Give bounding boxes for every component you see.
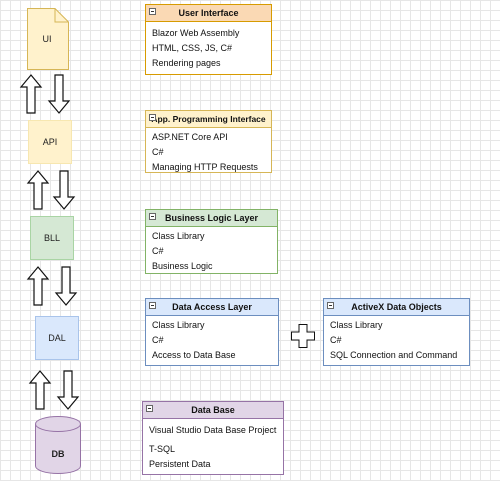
arrow-up-icon (26, 266, 50, 306)
card-row: C# (330, 335, 342, 345)
card-row: HTML, CSS, JS, C# (152, 43, 233, 53)
activex-data-objects-card[interactable]: ActiveX Data Objects Class Library C# SQ… (323, 298, 470, 366)
card-row: Visual Studio Data Base Project (149, 425, 277, 435)
card-row: T-SQL (149, 444, 176, 454)
card-title: App. Programming Interface (151, 114, 266, 124)
activex-data-objects-card-header: ActiveX Data Objects (324, 299, 469, 316)
card-row: Class Library (152, 231, 205, 241)
card-row: C# (152, 246, 164, 256)
card-title: ActiveX Data Objects (351, 302, 442, 312)
card-title: User Interface (178, 8, 239, 18)
card-row: Access to Data Base (152, 350, 236, 360)
card-title: Data Base (191, 405, 235, 415)
card-row: Business Logic (152, 261, 213, 271)
data-base-card-header: Data Base (143, 402, 283, 419)
card-row: C# (152, 147, 164, 157)
ui-shape-label: UI (43, 34, 52, 44)
card-row: Blazor Web Assembly (152, 28, 240, 38)
arrow-down-icon (52, 170, 76, 210)
db-shape-label: DB (52, 449, 65, 459)
card-row: SQL Connection and Command (330, 350, 458, 360)
collapse-icon[interactable] (149, 8, 156, 15)
card-row: C# (152, 335, 164, 345)
card-row: Class Library (330, 320, 383, 330)
dal-shape[interactable]: DAL (35, 316, 79, 360)
collapse-icon[interactable] (146, 405, 153, 412)
arrow-down-icon (54, 266, 78, 306)
business-logic-layer-card-header: Business Logic Layer (146, 210, 277, 227)
card-title: Data Access Layer (172, 302, 252, 312)
card-row: ASP.NET Core API (152, 132, 228, 142)
card-row: Persistent Data (149, 459, 211, 469)
card-row: Rendering pages (152, 58, 221, 68)
api-shape-label: API (42, 137, 58, 147)
arrow-up-icon (26, 170, 50, 210)
data-base-card[interactable]: Data Base Visual Studio Data Base Projec… (142, 401, 284, 475)
card-row: Managing HTTP Requests (152, 162, 258, 172)
arrow-down-icon (47, 74, 71, 114)
user-interface-card-header: User Interface (146, 5, 271, 22)
collapse-icon[interactable] (327, 302, 334, 309)
card-title: Business Logic Layer (164, 213, 259, 223)
collapse-icon[interactable] (149, 213, 156, 220)
dal-shape-label: DAL (48, 333, 66, 343)
api-shape[interactable]: API (28, 120, 72, 164)
card-row: Class Library (152, 320, 205, 330)
business-logic-layer-card[interactable]: Business Logic Layer Class Library C# Bu… (145, 209, 278, 274)
bll-shape-label: BLL (43, 233, 60, 243)
bll-shape[interactable]: BLL (30, 216, 74, 260)
api-card[interactable]: App. Programming Interface ASP.NET Core … (145, 110, 272, 173)
collapse-icon[interactable] (149, 302, 156, 309)
collapse-icon[interactable] (149, 114, 156, 121)
user-interface-card[interactable]: User Interface Blazor Web Assembly HTML,… (145, 4, 272, 75)
ui-document-shape[interactable]: UI (27, 8, 69, 70)
api-card-header: App. Programming Interface (146, 111, 271, 128)
data-access-layer-card-header: Data Access Layer (146, 299, 278, 316)
arrow-up-icon (19, 74, 43, 114)
arrow-down-icon (56, 370, 80, 410)
data-access-layer-card[interactable]: Data Access Layer Class Library C# Acces… (145, 298, 279, 366)
arrow-up-icon (28, 370, 52, 410)
db-cylinder-shape[interactable]: DB (35, 416, 81, 474)
plus-icon (291, 324, 315, 348)
